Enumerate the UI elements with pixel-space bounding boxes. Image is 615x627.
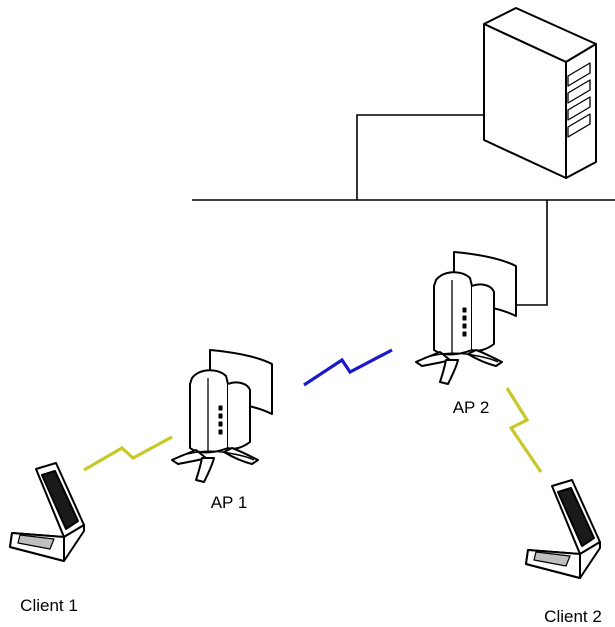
- server-tower-icon: [483, 7, 597, 179]
- client1-ap1-wireless-link: [83, 435, 173, 472]
- laptop-icon: [525, 479, 601, 579]
- client1-label: Client 1: [20, 596, 78, 615]
- ap1-label: AP 1: [211, 493, 248, 512]
- access-point-1: [171, 349, 273, 483]
- client-1-laptop: [9, 462, 85, 562]
- client-2-laptop: [525, 479, 601, 579]
- ap2-uplink-cable: [510, 200, 548, 306]
- server-uplink-cable: [356, 114, 490, 200]
- wired-network: [192, 114, 615, 306]
- ap1-ap2-wireless-link: [303, 348, 393, 387]
- ap2-label: AP 2: [453, 398, 490, 417]
- access-point-icon: [415, 251, 517, 385]
- client2-ap2-wireless-link: [505, 387, 543, 473]
- client2-label: Client 2: [544, 607, 602, 626]
- laptop-icon: [9, 462, 85, 562]
- access-point-icon: [171, 349, 273, 483]
- access-point-2: [415, 251, 517, 385]
